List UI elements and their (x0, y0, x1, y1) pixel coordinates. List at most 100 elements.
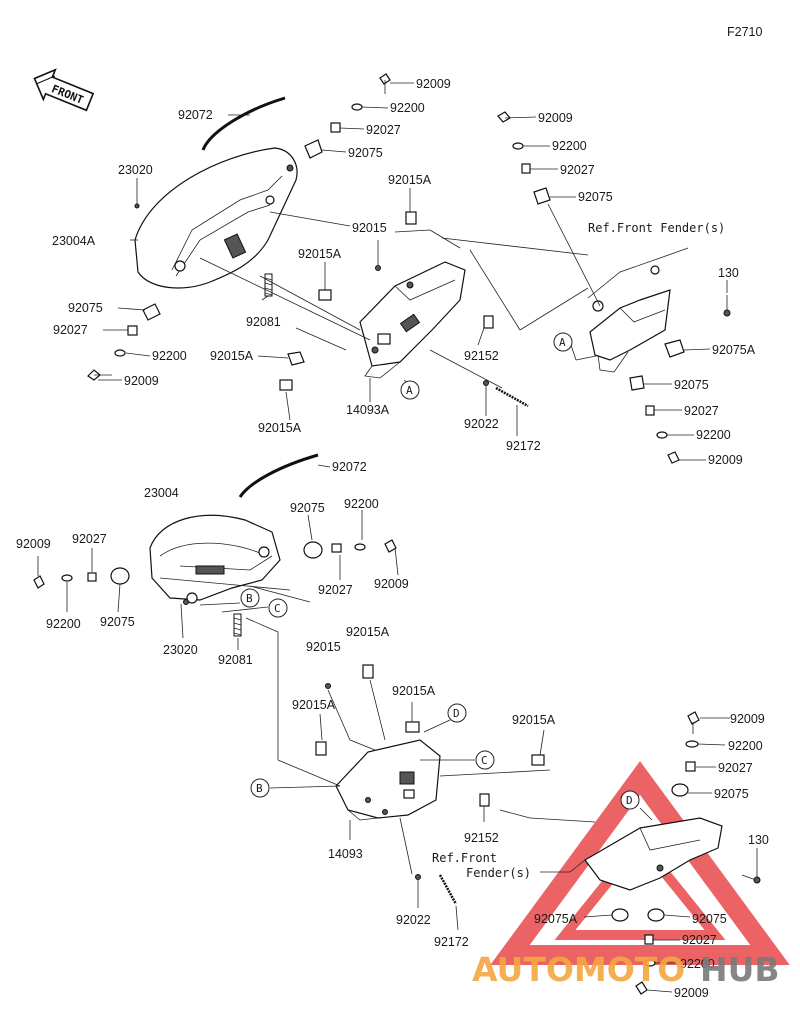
callout-B-left: B (240, 588, 260, 608)
label-92075: 92075 (100, 615, 135, 629)
fastener-stack-top-left (87, 203, 161, 381)
label-92200: 92200 (152, 349, 187, 363)
label-92027: 92027 (560, 163, 595, 177)
fastener-stack-bottom-left (33, 539, 397, 589)
label-92015A: 92015A (258, 421, 302, 435)
label-92009: 92009 (708, 453, 743, 467)
label-92072: 92072 (178, 108, 213, 122)
label-14093A: 14093A (346, 403, 390, 417)
callout-B-center: B (250, 778, 270, 798)
fastener-stack-bottom-right (611, 711, 761, 995)
watermark-triangle-logo (490, 761, 790, 965)
svg-text:B: B (246, 592, 253, 605)
ref-fender-top (587, 247, 689, 373)
washer-92022-bottom (415, 874, 421, 880)
front-direction-arrow: FRONT (33, 68, 95, 112)
callout-A-top-center: A (400, 380, 420, 400)
label-92009: 92009 (538, 111, 573, 125)
label-23020: 23020 (163, 643, 198, 657)
label-92075: 92075 (692, 912, 727, 926)
label-92072: 92072 (332, 460, 367, 474)
shroud-23004A (134, 147, 298, 289)
label-92200: 92200 (390, 101, 425, 115)
tie-92072-top (201, 96, 286, 151)
label-92075: 92075 (290, 501, 325, 515)
label-92009: 92009 (730, 712, 765, 726)
label-92015A: 92015A (298, 247, 342, 261)
label-92200: 92200 (344, 497, 379, 511)
ref-fender-bottom (569, 817, 723, 891)
callout-C-center: C (475, 750, 495, 770)
label-23004: 23004 (144, 486, 179, 500)
svg-text:B: B (256, 782, 263, 795)
svg-text:D: D (453, 707, 460, 720)
svg-text:A: A (559, 336, 566, 349)
ref-front-fender-bottom-line2: Fender(s) (466, 866, 531, 880)
label-92015A: 92015A (292, 698, 336, 712)
label-92009: 92009 (416, 77, 451, 91)
label-92200: 92200 (728, 739, 763, 753)
label-92200: 92200 (46, 617, 81, 631)
clips-92015A-top (279, 211, 417, 391)
label-23004A: 23004A (52, 234, 96, 248)
label-14093: 14093 (328, 847, 363, 861)
label-92200: 92200 (680, 957, 715, 971)
watermark-automoto: AUTOMOTO (472, 950, 685, 989)
collar-92152-top (483, 315, 494, 329)
label-130: 130 (718, 266, 739, 280)
label-92015A: 92015A (388, 173, 432, 187)
tie-92072-bottom (238, 453, 319, 498)
fastener-stack-top-center (304, 73, 391, 159)
bracket-14093 (335, 739, 441, 821)
figure-code: F2710 (727, 25, 762, 39)
svg-text:C: C (274, 602, 281, 615)
label-92015: 92015 (306, 640, 341, 654)
label-23020: 23020 (118, 163, 153, 177)
callout-A-top-right: A (553, 332, 573, 352)
clips-92015A-bottom (315, 664, 545, 766)
label-92015A: 92015A (512, 713, 556, 727)
label-92015: 92015 (352, 221, 387, 235)
label-92200: 92200 (552, 139, 587, 153)
callout-C-left: C (268, 598, 288, 618)
label-92009: 92009 (16, 537, 51, 551)
watermark-hub: HUB (700, 950, 780, 989)
label-92075A: 92075A (712, 343, 756, 357)
label-92027: 92027 (72, 532, 107, 546)
svg-text:C: C (481, 754, 488, 767)
svg-text:D: D (626, 794, 633, 807)
ref-front-fender-top: Ref.Front Fender(s) (588, 221, 725, 235)
label-92075: 92075 (714, 787, 749, 801)
label-92022: 92022 (396, 913, 431, 927)
bolt-92172-top (495, 386, 529, 408)
svg-text:A: A (406, 384, 413, 397)
shroud-23004 (149, 514, 281, 605)
label-130: 130 (748, 833, 769, 847)
label-92075A: 92075A (534, 912, 578, 926)
label-92009: 92009 (124, 374, 159, 388)
label-92009: 92009 (674, 986, 709, 1000)
callout-D-center: D (447, 703, 467, 723)
label-92152: 92152 (464, 831, 499, 845)
washer-92022-top (483, 380, 489, 386)
spring-92081-bottom (233, 613, 242, 637)
label-92027: 92027 (718, 761, 753, 775)
label-92027: 92027 (682, 933, 717, 947)
label-92200: 92200 (696, 428, 731, 442)
label-92027: 92027 (684, 404, 719, 418)
label-92009: 92009 (374, 577, 409, 591)
spring-92081-top (264, 273, 273, 297)
part-labels: 92009 92200 92027 92075 92072 23020 2300… (16, 77, 769, 1000)
collar-92152-bottom (479, 793, 490, 807)
label-92075: 92075 (674, 378, 709, 392)
label-92027: 92027 (366, 123, 401, 137)
label-92022: 92022 (464, 417, 499, 431)
label-92027: 92027 (318, 583, 353, 597)
label-92081: 92081 (218, 653, 253, 667)
label-92152: 92152 (464, 349, 499, 363)
label-92172: 92172 (434, 935, 469, 949)
callouts: A A B C D C B D (240, 332, 640, 810)
label-92015A: 92015A (346, 625, 390, 639)
ref-front-fender-bottom-line1: Ref.Front (432, 851, 497, 865)
